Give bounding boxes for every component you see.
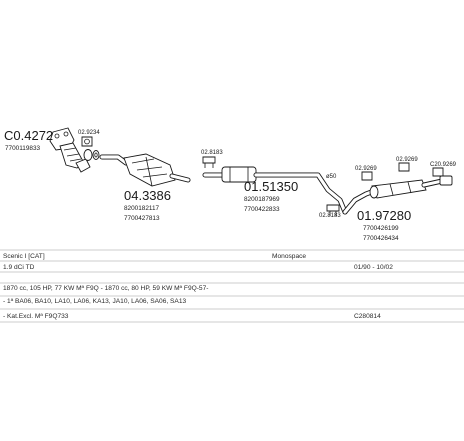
model-cell: Scenic I [CAT] (3, 253, 45, 260)
rear-silencer-ref1: 7700426199 (363, 225, 399, 232)
vehicle-info-table: Scenic I [CAT] Monospace 1.9 dCi TD 01/9… (0, 249, 464, 323)
rear-clamp-code: 02.8183 (319, 213, 341, 219)
rear-hanger-3-part[interactable] (432, 167, 444, 177)
rear-hanger-1-part[interactable] (361, 171, 373, 181)
front-catalyst-code: C0.4272 (4, 128, 53, 143)
catalyst-cell: - Kat.Excl. Mª F9Q733 (3, 313, 69, 320)
main-catalyst-part[interactable] (99, 153, 191, 187)
rear-hanger-2-part[interactable] (398, 162, 410, 172)
main-catalyst-code: 04.3386 (124, 188, 171, 203)
middle-silencer-ref1: 8200187969 (244, 196, 280, 203)
middle-silencer-ref2: 7700422833 (244, 206, 280, 213)
front-catalyst-part[interactable] (49, 127, 91, 173)
mid-clamp-code: 02.8183 (201, 150, 223, 156)
mid-clamp-part[interactable] (202, 156, 216, 168)
rear-silencer-code: 01.97280 (357, 208, 411, 223)
variant-cell: Monospace (272, 253, 306, 260)
main-catalyst-ref2: 7700427813 (124, 215, 160, 222)
dates-cell: 01/90 - 10/02 (354, 264, 393, 271)
inlet-gasket-part[interactable] (83, 149, 100, 161)
main-catalyst-ref1: 8200182117 (124, 205, 160, 212)
rear-clamp-part[interactable] (326, 204, 340, 216)
rear-silencer-part[interactable] (342, 175, 453, 215)
rear-hanger-3-code: C20.9269 (430, 162, 457, 168)
front-clip-part[interactable] (81, 136, 93, 147)
rear-silencer-ref2: 7700426434 (363, 235, 399, 242)
middle-silencer-part[interactable] (202, 166, 348, 215)
rear-hanger-1-code: 02.9269 (355, 166, 377, 172)
spec-cell: 1870 cc, 105 HP, 77 KW Mª F9Q - 1870 cc,… (3, 285, 208, 292)
front-clip-code: 02.9234 (78, 130, 100, 136)
code-cell: C280814 (354, 313, 381, 320)
rear-hanger-2-code: 02.9269 (396, 157, 418, 163)
engine-cell: 1.9 dCi TD (3, 264, 35, 271)
middle-silencer-code: 01.51350 (244, 179, 298, 194)
front-catalyst-ref: 7700119833 (5, 145, 41, 152)
pipe-diameter-label: ø50 (326, 174, 337, 180)
chassis-cell: - 1ª BA06, BA10, LA10, LA06, KA13, JA10,… (3, 298, 186, 305)
